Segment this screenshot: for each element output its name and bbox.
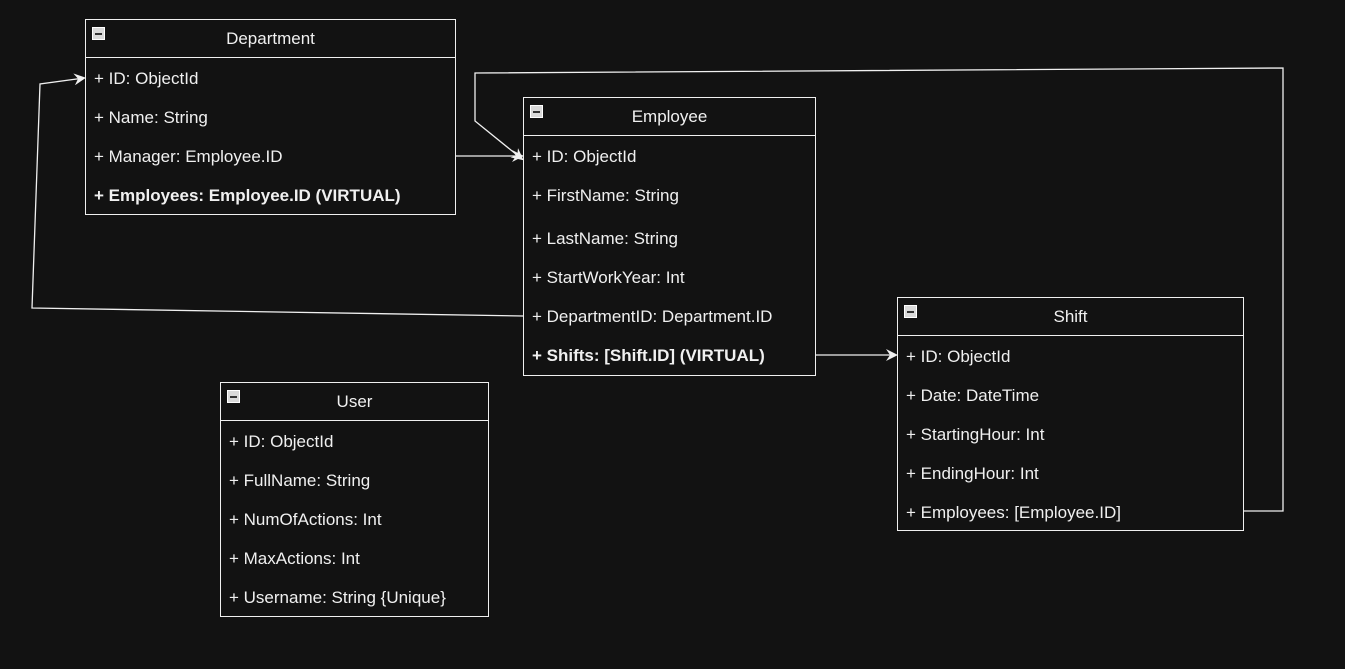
attribute-row[interactable]: + Shifts: [Shift.ID] (VIRTUAL) <box>532 346 765 365</box>
entity-department[interactable]: Department + ID: ObjectId + Name: String… <box>85 19 456 215</box>
entity-title: Shift <box>1053 306 1088 326</box>
attribute-row[interactable]: + MaxActions: Int <box>229 549 360 568</box>
entity-header[interactable]: Shift <box>898 298 1243 336</box>
entity-employee[interactable]: Employee + ID: ObjectId + FirstName: Str… <box>523 97 816 376</box>
collapse-icon[interactable] <box>227 390 240 403</box>
attribute-list: + ID: ObjectId + Name: String + Manager:… <box>86 58 455 215</box>
entity-title: Department <box>226 28 315 48</box>
collapse-icon[interactable] <box>904 305 917 318</box>
collapse-icon[interactable] <box>92 27 105 40</box>
attribute-row[interactable]: + FullName: String <box>229 471 371 490</box>
entity-header[interactable]: Department <box>86 20 455 58</box>
attribute-list: + ID: ObjectId + Date: DateTime + Starti… <box>898 336 1243 532</box>
attribute-row[interactable]: + ID: ObjectId <box>906 347 1011 366</box>
attribute-row[interactable]: + Name: String <box>94 108 208 127</box>
attribute-row[interactable]: + StartWorkYear: Int <box>532 268 685 287</box>
attribute-row[interactable]: + LastName: String <box>532 229 678 248</box>
collapse-icon[interactable] <box>530 105 543 118</box>
attribute-row[interactable]: + Username: String {Unique} <box>229 588 446 607</box>
attribute-row[interactable]: + Date: DateTime <box>906 386 1040 405</box>
entity-header[interactable]: User <box>221 383 488 421</box>
entity-header[interactable]: Employee <box>524 98 815 136</box>
entity-title: Employee <box>631 106 708 126</box>
attribute-row[interactable]: + ID: ObjectId <box>229 432 334 451</box>
attribute-row[interactable]: + NumOfActions: Int <box>229 510 382 529</box>
attribute-row[interactable]: + FirstName: String <box>532 186 679 205</box>
attribute-row[interactable]: + Employees: [Employee.ID] <box>906 503 1121 522</box>
attribute-row[interactable]: + EndingHour: Int <box>906 464 1039 483</box>
attribute-row[interactable]: + StartingHour: Int <box>906 425 1045 444</box>
attribute-list: + ID: ObjectId + FullName: String + NumO… <box>221 421 488 617</box>
attribute-row[interactable]: + ID: ObjectId <box>94 69 199 88</box>
attribute-row[interactable]: + ID: ObjectId <box>532 147 637 166</box>
entity-shift[interactable]: Shift + ID: ObjectId + Date: DateTime + … <box>897 297 1244 531</box>
entity-user[interactable]: User + ID: ObjectId + FullName: String +… <box>220 382 489 617</box>
attribute-row[interactable]: + Manager: Employee.ID <box>94 147 283 166</box>
attribute-row[interactable]: + Employees: Employee.ID (VIRTUAL) <box>94 186 401 205</box>
entity-title: User <box>336 391 373 411</box>
attribute-row[interactable]: + DepartmentID: Department.ID <box>532 307 773 326</box>
attribute-list: + ID: ObjectId + FirstName: String + Las… <box>524 136 815 375</box>
